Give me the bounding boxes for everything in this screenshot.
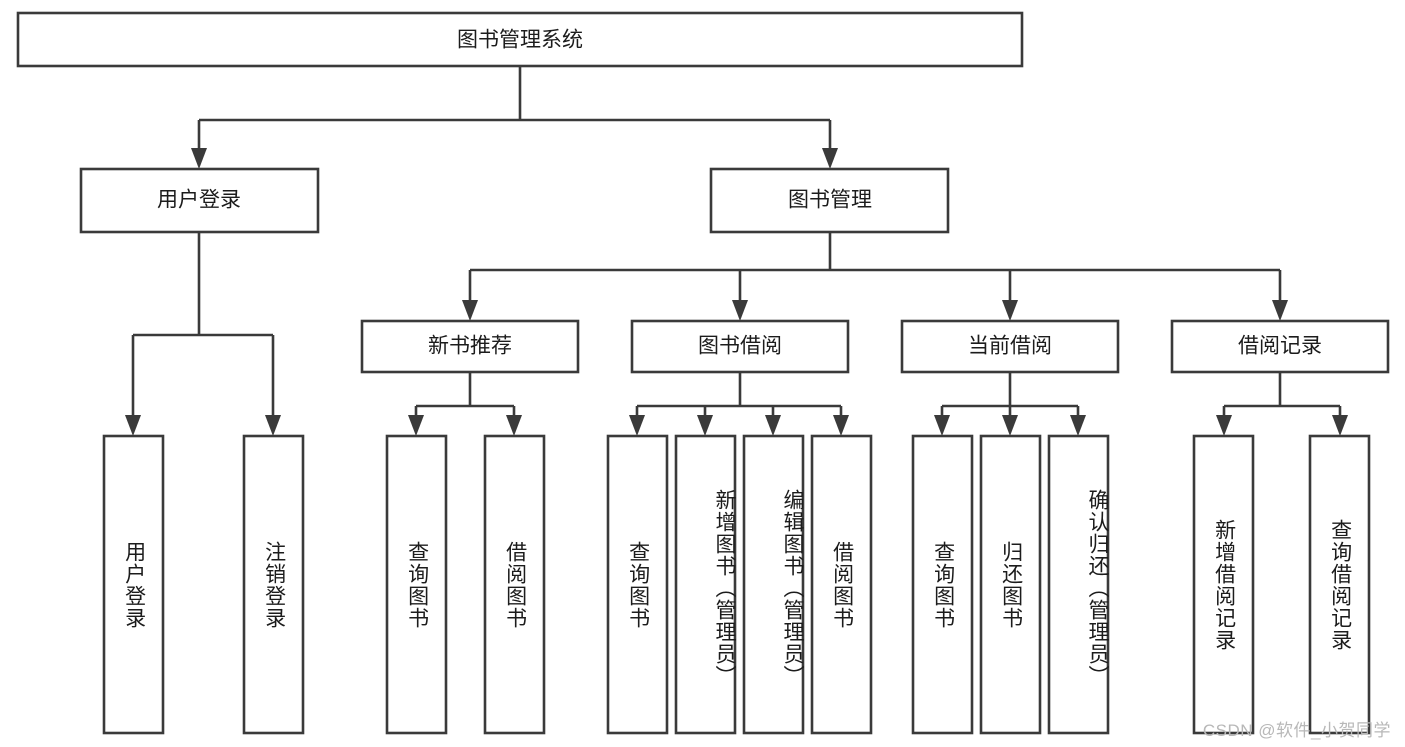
arrow-head-leaf-return-book [1002, 415, 1018, 436]
node-label-new-book-recommend: 新书推荐 [428, 335, 512, 358]
node-box-leaf-add-record[interactable] [1192, 434, 1255, 735]
node-box-leaf-query-record[interactable] [1308, 434, 1371, 735]
arrow-head-leaf-confirm-return [1070, 415, 1086, 436]
arrow-head-new-book-recommend [462, 300, 478, 321]
node-box-leaf-borrow-book-2[interactable] [810, 434, 873, 735]
node-box-book-borrow[interactable] [630, 319, 850, 374]
node-label-book-borrow: 图书借阅 [698, 335, 782, 358]
connector-layer [125, 66, 1348, 436]
arrow-head-current-borrow [1002, 300, 1018, 321]
arrow-head-book-borrow [732, 300, 748, 321]
node-box-leaf-add-book[interactable] [674, 434, 737, 735]
arrow-head-leaf-query-book-2 [629, 415, 645, 436]
node-box-borrow-record[interactable] [1170, 319, 1390, 374]
node-label-current-borrow: 当前借阅 [968, 335, 1052, 358]
node-box-leaf-confirm-return[interactable] [1047, 434, 1110, 735]
arrow-head-leaf-query-book-3 [934, 415, 950, 436]
node-box-current-borrow[interactable] [900, 319, 1120, 374]
arrow-head-book-management [822, 148, 838, 169]
node-box-leaf-query-book-3[interactable] [911, 434, 974, 735]
arrow-head-leaf-user-logout [265, 415, 281, 436]
arrow-head-borrow-record [1272, 300, 1288, 321]
arrow-head-leaf-add-book [697, 415, 713, 436]
node-box-leaf-edit-book[interactable] [742, 434, 805, 735]
node-box-leaf-user-logout[interactable] [242, 434, 305, 735]
arrow-head-leaf-add-record [1216, 415, 1232, 436]
node-box-leaf-user-login[interactable] [102, 434, 165, 735]
node-label-root: 图书管理系统 [457, 29, 583, 52]
arrow-head-leaf-borrow-book-2 [833, 415, 849, 436]
arrow-head-leaf-user-login [125, 415, 141, 436]
node-layer: 图书管理系统 用户登录 图书管理 新书推荐 图书借阅 当前借阅 借阅记录 [16, 11, 1390, 735]
arrow-head-leaf-query-record [1332, 415, 1348, 436]
arrow-head-leaf-edit-book [765, 415, 781, 436]
node-box-book-management[interactable] [709, 167, 950, 234]
node-box-leaf-borrow-book-1[interactable] [483, 434, 546, 735]
node-box-leaf-return-book[interactable] [979, 434, 1042, 735]
node-label-book-management: 图书管理 [788, 189, 872, 212]
arrow-head-leaf-borrow-book-1 [506, 415, 522, 436]
node-box-root[interactable] [16, 11, 1024, 68]
node-box-leaf-query-book-1[interactable] [385, 434, 448, 735]
watermark-text: CSDN @软件_小贺同学 [1202, 721, 1391, 740]
arrow-head-leaf-query-book-1 [408, 415, 424, 436]
node-label-borrow-record: 借阅记录 [1238, 335, 1322, 358]
node-label-user-login: 用户登录 [157, 189, 241, 212]
node-box-new-book-recommend[interactable] [360, 319, 580, 374]
node-box-leaf-query-book-2[interactable] [606, 434, 669, 735]
node-box-user-login[interactable] [79, 167, 320, 234]
arrow-head-user-login [191, 148, 207, 169]
